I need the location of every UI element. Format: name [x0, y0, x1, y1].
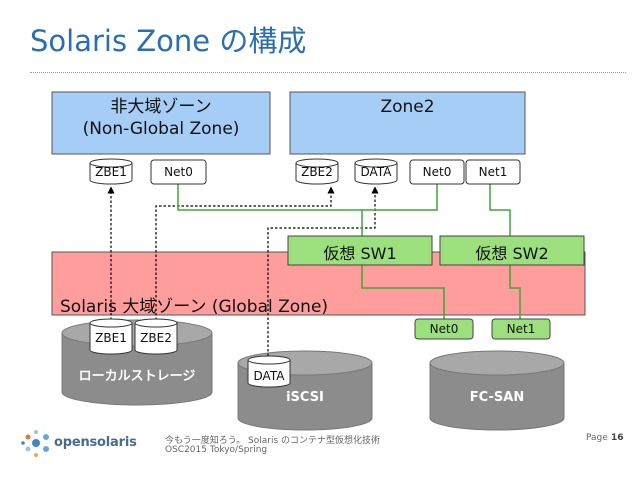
- zone-dataset-cylinders: [89, 158, 398, 185]
- local-storage-label: ローカルストレージ: [78, 369, 196, 384]
- footer-subtitle: 今もう一度知ろう。 Solaris のコンテナ型仮想化技術: [165, 436, 381, 446]
- global-net1-box: [491, 318, 551, 340]
- global-net1-label: Net1: [506, 322, 536, 336]
- fcsan-storage-cylinder: [429, 350, 565, 431]
- iscsi-data-label: DATA: [253, 369, 285, 383]
- global-zone-label: Solaris 大域ゾーン (Global Zone): [60, 297, 329, 317]
- title-divider: [30, 72, 626, 73]
- non-global-zone-label: 非大域ゾーン (Non-Global Zone): [52, 96, 270, 140]
- opensolaris-logo-text: opensolaris: [54, 435, 137, 450]
- virtual-switch-2-label: 仮想 SW2: [475, 244, 549, 263]
- zone2-data-label: DATA: [360, 165, 392, 179]
- local-zbe1-label: ZBE1: [95, 331, 127, 345]
- zone2-net0-box: [409, 159, 465, 185]
- non-global-zone-name: 非大域ゾーン: [110, 97, 212, 117]
- ngz-net0-label: Net0: [164, 165, 193, 179]
- zbe2-link: [155, 186, 335, 320]
- page-number: 16: [611, 433, 624, 443]
- storage-dataset-cylinders: [89, 318, 291, 388]
- global-net0-box: [414, 318, 474, 340]
- fcsan-label: FC-SAN: [469, 390, 525, 405]
- iscsi-label: iSCSI: [286, 390, 324, 405]
- non-global-zone-english: (Non-Global Zone): [82, 119, 240, 139]
- footer-event: OSC2015 Tokyo/Spring: [165, 445, 268, 455]
- virtual-switch-1-label: 仮想 SW1: [323, 244, 397, 263]
- zone2-box: [289, 91, 526, 155]
- ngz-net0-box: [150, 159, 207, 185]
- zone2-net0-label: Net0: [422, 165, 452, 179]
- ngz-zbe1-label: ZBE1: [95, 165, 127, 179]
- page-label: Page: [586, 433, 608, 443]
- local-zbe2-label: ZBE2: [140, 331, 172, 345]
- global-net0-label: Net0: [429, 322, 459, 336]
- non-global-zone-box: [51, 91, 271, 155]
- virtual-switch-1-box: [287, 235, 433, 266]
- opensolaris-logo-icon: [21, 430, 49, 457]
- page-title: Solaris Zone の構成: [30, 24, 307, 58]
- zone2-label: Zone2: [380, 97, 435, 117]
- zone2-net1-label: Net1: [478, 165, 508, 179]
- data-link: [267, 186, 379, 356]
- zone2-zbe2-label: ZBE2: [301, 165, 333, 179]
- virtual-switch-2-box: [439, 235, 585, 266]
- network-links: [177, 184, 521, 319]
- zone2-net1-box: [465, 159, 521, 185]
